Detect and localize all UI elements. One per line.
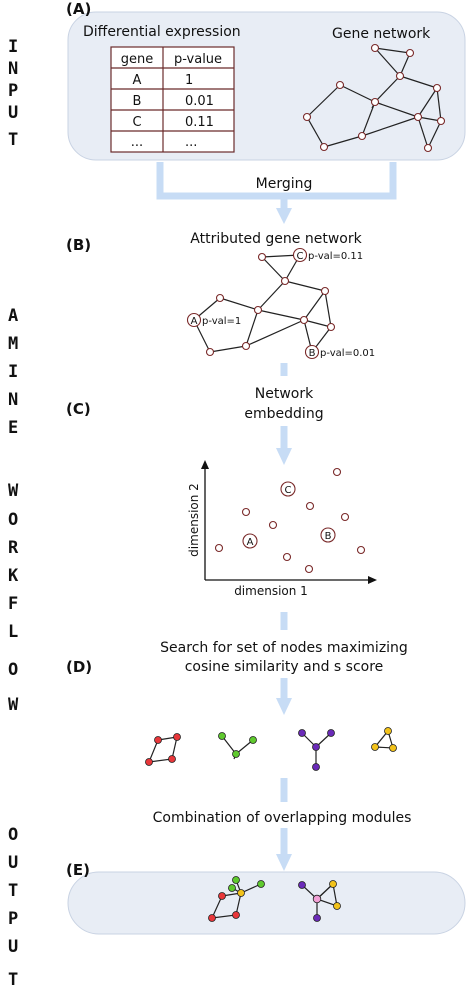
svg-text:W: W	[8, 695, 19, 715]
panel-letter-d: (D)	[66, 658, 92, 676]
table-cell: ...	[185, 135, 197, 150]
gene-network-graph	[302, 43, 446, 153]
table-cell: ...	[131, 135, 143, 150]
svg-text:P: P	[8, 81, 18, 101]
table-header-pvalue: p-value	[174, 52, 222, 67]
node-c	[292, 247, 308, 263]
svg-text:T: T	[8, 881, 18, 901]
attributed-network-title: Attributed gene network	[190, 231, 362, 247]
node-b	[304, 344, 320, 360]
side-label-workflow: W O R K F L O W	[8, 481, 19, 715]
combination-label: Combination of overlapping modules	[153, 810, 412, 826]
svg-text:O: O	[8, 825, 18, 845]
table-cell: 0.11	[185, 115, 214, 130]
embedding-label-line2: embedding	[244, 406, 323, 422]
svg-text:U: U	[8, 103, 18, 123]
svg-text:C: C	[285, 485, 292, 496]
embedding-scatter-plot: dimension 1 dimension 2 C A B	[187, 460, 377, 598]
svg-text:B: B	[309, 348, 316, 359]
svg-text:L: L	[8, 622, 18, 642]
y-axis-label: dimension 2	[187, 483, 201, 557]
module-green	[218, 732, 257, 760]
table-header-gene: gene	[121, 52, 154, 67]
merging-flow-connector	[156, 162, 397, 224]
svg-text:P: P	[8, 909, 18, 929]
differential-expression-title: Differential expression	[83, 24, 241, 40]
svg-text:W: W	[8, 481, 19, 501]
svg-text:O: O	[8, 660, 18, 680]
svg-text:U: U	[8, 937, 18, 957]
side-label-output: O U T P U T	[8, 825, 18, 990]
output-panel	[67, 871, 466, 935]
svg-text:I: I	[8, 362, 18, 382]
node-c-pval: p-val=0.11	[308, 251, 363, 262]
gene-network-title: Gene network	[332, 26, 431, 42]
svg-text:A: A	[191, 316, 198, 327]
table-cell: C	[132, 115, 141, 130]
svg-text:E: E	[8, 418, 18, 438]
svg-text:T: T	[8, 970, 18, 990]
merging-label: Merging	[256, 176, 313, 192]
svg-text:O: O	[8, 510, 18, 530]
svg-text:A: A	[247, 537, 254, 548]
svg-text:N: N	[8, 59, 18, 79]
side-label-input: I N P U T	[8, 37, 18, 150]
panel-letter-a: (A)	[66, 0, 91, 18]
table-cell: B	[133, 94, 142, 109]
search-arrow	[276, 612, 292, 715]
svg-text:U: U	[8, 853, 18, 873]
svg-text:R: R	[8, 538, 19, 558]
node-b-pval: p-val=0.01	[320, 348, 375, 359]
attributed-gene-network-graph: C p-val=0.11 A p-val=1 B p-val=0.01	[186, 247, 375, 360]
svg-text:I: I	[8, 37, 18, 57]
table-cell: 1	[185, 73, 193, 88]
combined-module-1	[208, 876, 265, 922]
combination-arrow	[276, 778, 292, 871]
svg-text:T: T	[8, 130, 18, 150]
panel-letter-e: (E)	[66, 861, 90, 879]
module-yellow	[371, 727, 397, 752]
x-axis-label: dimension 1	[234, 584, 308, 598]
svg-text:M: M	[8, 334, 18, 354]
module-red	[145, 733, 181, 766]
node-a	[186, 312, 202, 328]
side-label-amine: A M I N E	[8, 306, 18, 438]
svg-text:B: B	[325, 531, 332, 542]
svg-text:K: K	[8, 566, 19, 586]
svg-text:A: A	[8, 306, 18, 326]
embedding-label-line1: Network	[255, 386, 314, 402]
embedded-node-c	[280, 481, 296, 497]
pvalue-table: gene p-value A 1 B 0.01 C 0.11 ... ...	[110, 46, 235, 153]
search-label-line2: cosine similarity and s score	[185, 659, 384, 675]
svg-text:F: F	[8, 594, 18, 614]
node-a-pval: p-val=1	[202, 316, 241, 327]
svg-text:C: C	[297, 251, 304, 262]
embedding-arrow	[276, 363, 292, 465]
embedded-node-a	[242, 533, 258, 549]
panel-letter-c: (C)	[66, 400, 91, 418]
table-cell: 0.01	[185, 94, 214, 109]
embedded-node-b	[320, 527, 336, 543]
search-label-line1: Search for set of nodes maximizing	[160, 640, 408, 656]
svg-text:N: N	[8, 390, 18, 410]
combined-module-2	[298, 880, 341, 922]
module-purple	[298, 729, 335, 771]
panel-letter-b: (B)	[66, 236, 91, 254]
table-cell: A	[133, 73, 142, 88]
